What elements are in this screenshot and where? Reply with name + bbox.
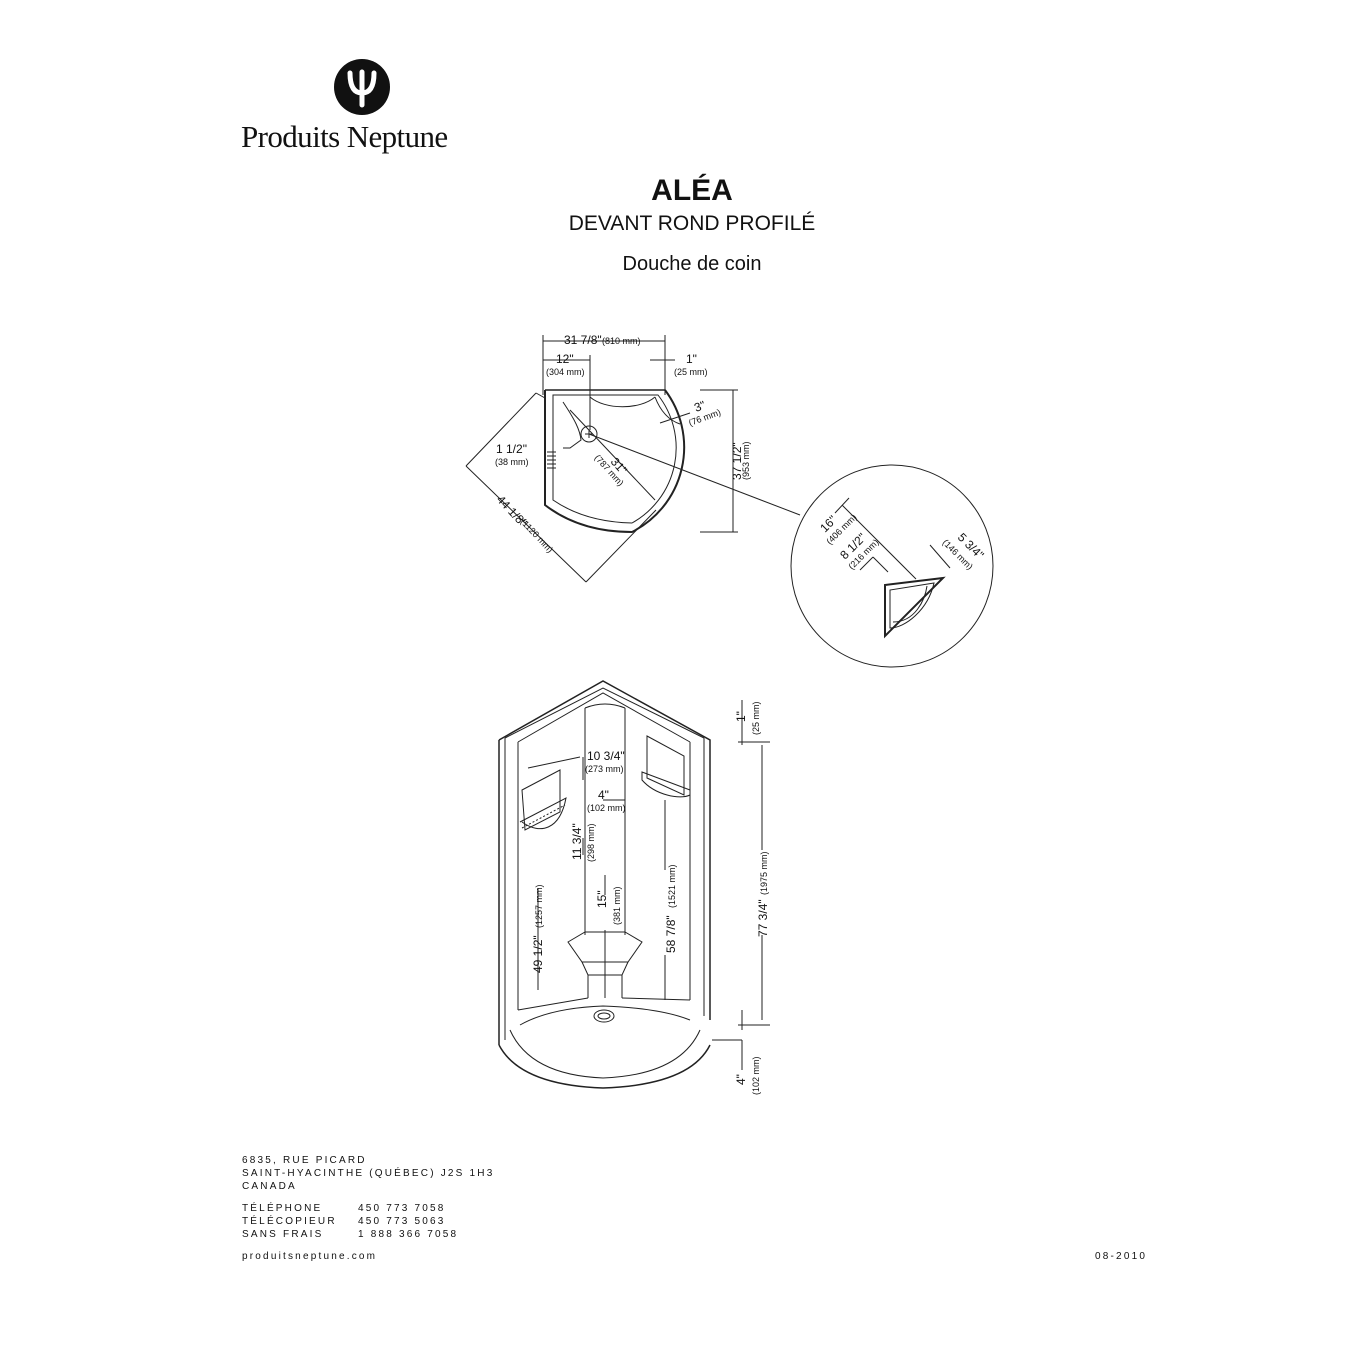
plan-left-in: 12" bbox=[556, 352, 574, 366]
document-date: 08-2010 bbox=[1095, 1251, 1148, 1262]
shelf-detail bbox=[790, 464, 994, 668]
address-line-3: CANADA bbox=[242, 1181, 297, 1192]
plan-right-in: 1" bbox=[686, 352, 697, 366]
elev-h1-mm: (1257 mm) bbox=[534, 884, 544, 928]
drain-icon bbox=[593, 1009, 615, 1023]
elev-shelf-w-in: 10 3/4" bbox=[587, 749, 625, 763]
trident-logo-icon bbox=[334, 59, 390, 115]
free-number: 1 888 366 7058 bbox=[358, 1229, 459, 1240]
free-label: SANS FRAIS bbox=[242, 1229, 324, 1240]
elev-shelf-h-in: 11 3/4" bbox=[570, 823, 584, 860]
elev-shelf-d-in: 4" bbox=[598, 788, 609, 802]
elev-h1-in: 49 1/2" bbox=[531, 935, 545, 973]
plan-overall-mm: (1120 mm) bbox=[519, 517, 556, 555]
plan-side-in: 1 1/2" bbox=[496, 442, 527, 456]
elev-top-mm: (25 mm) bbox=[751, 701, 761, 735]
plan-curve-in: 3" bbox=[692, 398, 707, 415]
elev-shelf-h-mm: (298 mm) bbox=[586, 823, 596, 862]
tel-label: TÉLÉPHONE bbox=[242, 1203, 323, 1214]
contact-numbers: 450 773 7058 450 773 5063 1 888 366 7058 bbox=[358, 1202, 458, 1241]
address-line-2: SAINT-HYACINTHE (QUÉBEC) J2S 1H3 bbox=[242, 1168, 495, 1179]
elev-base-in: 4" bbox=[734, 1074, 748, 1085]
plan-depth-in: 37 1/2" bbox=[730, 442, 744, 480]
drain-icon bbox=[580, 425, 598, 443]
elev-base-mm: (102 mm) bbox=[751, 1056, 761, 1095]
elev-total-in: 77 3/4" bbox=[756, 899, 770, 937]
elev-shelf-d-mm: (102 mm) bbox=[587, 803, 626, 813]
plan-right-mm: (25 mm) bbox=[674, 367, 708, 377]
fax-label: TÉLÉCOPIEUR bbox=[242, 1216, 337, 1227]
tel-number: 450 773 7058 bbox=[358, 1203, 446, 1214]
product-name: ALÉA bbox=[651, 174, 733, 207]
plan-side-mm: (38 mm) bbox=[495, 457, 529, 467]
elev-top-in: 1" bbox=[734, 711, 748, 722]
elev-h2-mm: (1521 mm) bbox=[667, 864, 677, 908]
elev-seat-mm: (381 mm) bbox=[612, 886, 622, 925]
elev-seat-in: 15" bbox=[595, 890, 609, 908]
plan-left-mm: (304 mm) bbox=[546, 367, 585, 377]
plan-width-in: 31 7/8" bbox=[564, 333, 602, 347]
elev-h2-in: 58 7/8" bbox=[664, 915, 678, 953]
product-type: Douche de coin bbox=[622, 253, 762, 275]
contact-labels: TÉLÉPHONE TÉLÉCOPIEUR SANS FRAIS bbox=[242, 1202, 337, 1241]
elev-shelf-w-mm: (273 mm) bbox=[585, 764, 624, 774]
address-line-1: 6835, RUE PICARD bbox=[242, 1155, 367, 1166]
plan-width-mm: (810 mm) bbox=[602, 336, 641, 346]
plan-depth-mm: (953 mm) bbox=[741, 441, 751, 480]
product-subtitle: DEVANT ROND PROFILÉ bbox=[568, 212, 816, 235]
brand-name: Produits Neptune bbox=[241, 119, 448, 154]
elevation-view bbox=[498, 680, 770, 1089]
address-block: 6835, RUE PICARD SAINT-HYACINTHE (QUÉBEC… bbox=[242, 1154, 494, 1193]
elev-total-mm: (1975 mm) bbox=[759, 851, 769, 895]
website-link[interactable]: produitsneptune.com bbox=[242, 1251, 378, 1262]
plan-view bbox=[465, 335, 801, 583]
fax-number: 450 773 5063 bbox=[358, 1216, 446, 1227]
